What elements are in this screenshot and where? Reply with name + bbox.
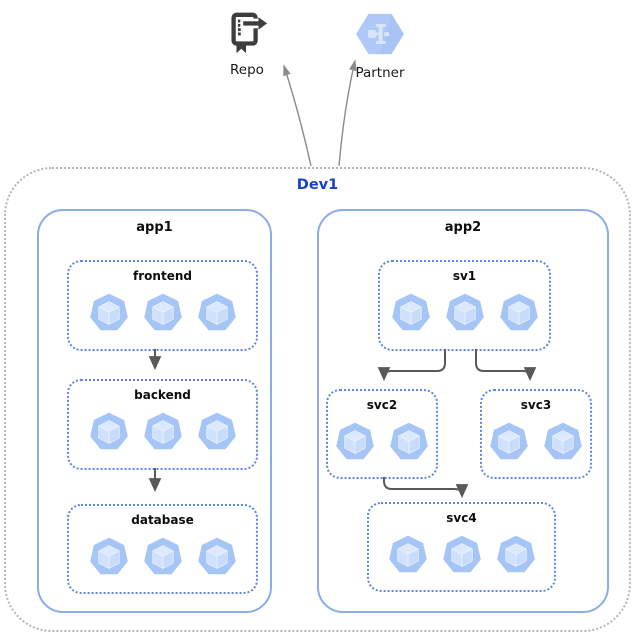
pod-row [89, 412, 236, 452]
partner-interconnect-icon [356, 13, 404, 55]
pod-icon [197, 293, 236, 331]
node-partner: Partner [330, 12, 430, 81]
pod-row [336, 422, 428, 462]
service-frontend: frontend [67, 260, 258, 351]
service-svc2: svc2 [326, 389, 438, 479]
environment-label: Dev1 [296, 177, 339, 193]
service-label: svc3 [520, 398, 552, 412]
source-repository-icon [231, 12, 268, 54]
service-svc3: svc3 [480, 389, 592, 479]
app2-label: app2 [444, 220, 482, 235]
pod-icon [197, 412, 236, 450]
repo-label: Repo [230, 62, 264, 78]
app2-box: app2 sv1 svc2 [317, 209, 609, 613]
app1-box: app1 frontend backend [37, 209, 272, 613]
service-label: svc4 [446, 511, 477, 525]
pod-row [391, 293, 538, 333]
partner-label: Partner [355, 65, 405, 81]
pod-icon [336, 422, 374, 460]
pod-icon [442, 535, 481, 573]
pod-row [89, 293, 236, 333]
pod-icon [388, 535, 427, 573]
service-database: database [67, 504, 258, 594]
pod-icon [143, 293, 182, 331]
pod-icon [143, 412, 182, 450]
pod-icon [445, 293, 484, 331]
pod-icon [143, 537, 182, 575]
arrow-dev1-repo [283, 64, 312, 167]
pod-icon [390, 422, 428, 460]
pod-row [89, 537, 236, 577]
service-label: svc2 [366, 398, 398, 412]
service-svc4: svc4 [367, 502, 556, 592]
pod-icon [89, 537, 128, 575]
service-label: sv1 [452, 269, 477, 283]
service-sv1: sv1 [378, 260, 551, 351]
app1-label: app1 [136, 220, 173, 235]
pod-row [490, 422, 582, 462]
environment-dev1: Dev1 app1 frontend backend [4, 167, 631, 632]
pod-icon [89, 412, 128, 450]
service-label: frontend [133, 269, 192, 283]
service-label: database [131, 513, 194, 527]
node-repo: Repo [197, 10, 297, 78]
pod-icon [544, 422, 582, 460]
pod-icon [197, 537, 236, 575]
pod-icon [499, 293, 538, 331]
pod-icon [496, 535, 535, 573]
service-backend: backend [67, 379, 258, 470]
pod-icon [391, 293, 430, 331]
service-label: backend [134, 388, 191, 402]
pod-icon [89, 293, 128, 331]
pod-icon [490, 422, 528, 460]
pod-row [388, 535, 535, 575]
